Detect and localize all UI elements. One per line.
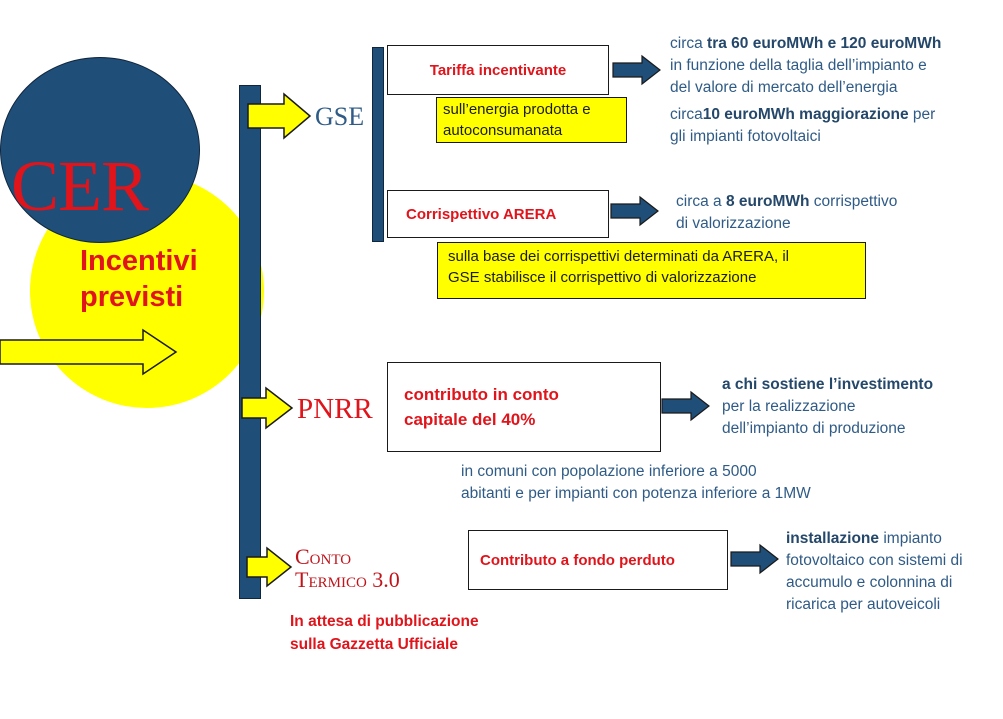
gse-vertical-bar bbox=[372, 47, 384, 242]
gse-arrow-icon bbox=[247, 92, 312, 140]
pnrr-note-line1: in comuni con popolazione inferiore a 50… bbox=[461, 463, 757, 480]
arera-title: Corrispettivo ARERA bbox=[406, 205, 557, 223]
cer-ellipse bbox=[0, 57, 200, 243]
tariffa-desc2-bold: 10 euroMWh maggiorazione bbox=[702, 106, 909, 123]
status-line2: sulla Gazzetta Ufficiale bbox=[290, 636, 458, 653]
pnrr-desc-bold: a chi sostiene l’investimento bbox=[722, 376, 934, 393]
tariffa-box: Tariffa incentivante bbox=[387, 45, 609, 95]
tariffa-title: Tariffa incentivante bbox=[429, 61, 567, 79]
arera-note-line1: sulla base dei corrispettivi determinati… bbox=[448, 248, 789, 265]
pnrr-note: in comuni con popolazione inferiore a 50… bbox=[461, 461, 941, 505]
pnrr-box-text: contributo in conto capitale del 40% bbox=[404, 382, 559, 432]
tariffa-note-line1: sull’energia prodotta e bbox=[443, 101, 591, 118]
tariffa-desc-2: circa10 euroMWh maggiorazione per gli im… bbox=[670, 104, 1000, 148]
conto-termico-line2: Termico 3.0 bbox=[295, 567, 400, 592]
pnrr-box-line1: contributo in conto bbox=[404, 385, 559, 404]
fondo-perduto-desc: installazione impianto fotovoltaico con … bbox=[786, 528, 1001, 616]
tariffa-desc2-pre: circa bbox=[670, 106, 703, 123]
tariffa-desc1-line2: in funzione della taglia dell’impianto e bbox=[670, 57, 927, 74]
pnrr-note-line2: abitanti e per impianti con potenza infe… bbox=[461, 485, 811, 502]
tariffa-desc1-pre: circa bbox=[670, 35, 708, 52]
arera-desc-post: corrispettivo bbox=[809, 193, 898, 210]
tariffa-desc2-line2: gli impianti fotovoltaici bbox=[670, 128, 821, 145]
arera-desc-pre: circa a bbox=[676, 193, 726, 210]
status-line1: In attesa di pubblicazione bbox=[290, 613, 479, 630]
pnrr-label: PNRR bbox=[297, 393, 373, 425]
conto-termico-line1: Conto bbox=[295, 544, 352, 569]
incentivi-line1: Incentivi bbox=[80, 245, 198, 277]
incentivi-label: Incentivi previsti bbox=[80, 243, 198, 315]
arera-arrow-icon bbox=[610, 195, 659, 227]
pnrr-desc-line2: per la realizzazione bbox=[722, 398, 856, 415]
input-arrow-icon bbox=[0, 328, 178, 376]
arera-note: sulla base dei corrispettivi determinati… bbox=[437, 242, 866, 299]
pnrr-arrow-icon bbox=[241, 386, 294, 430]
arera-desc-bold: 8 euroMWh bbox=[725, 193, 810, 210]
conto-termico-status: In attesa di pubblicazione sulla Gazzett… bbox=[290, 610, 479, 656]
arera-note-line2: GSE stabilisce il corrispettivo di valor… bbox=[448, 269, 757, 286]
incentivi-line2: previsti bbox=[80, 281, 184, 313]
fondo-perduto-title: Contributo a fondo perduto bbox=[480, 551, 675, 569]
pnrr-right-arrow-icon bbox=[661, 390, 710, 422]
fondo-perduto-desc-line2: fotovoltaico con sistemi di bbox=[786, 552, 963, 569]
tariffa-desc2-post: per bbox=[908, 106, 936, 123]
tariffa-desc1-bold: tra 60 euroMWh e 120 euroMWh bbox=[707, 35, 942, 52]
fondo-perduto-desc-bold: installazione bbox=[786, 530, 880, 547]
conto-termico-label: Conto Termico 3.0 bbox=[295, 545, 400, 591]
fondo-perduto-box: Contributo a fondo perduto bbox=[468, 530, 728, 590]
tariffa-arrow-icon bbox=[612, 54, 661, 86]
fondo-perduto-desc-line3: accumulo e colonnina di bbox=[786, 574, 953, 591]
fondo-perduto-arrow-icon bbox=[730, 543, 779, 575]
tariffa-desc1-line3: del valore di mercato dell’energia bbox=[670, 79, 898, 96]
cer-title: CER bbox=[11, 146, 149, 226]
arera-desc-line2: di valorizzazione bbox=[676, 215, 791, 232]
fondo-perduto-desc-line4: ricarica per autoveicoli bbox=[786, 596, 941, 613]
tariffa-note-line2: autoconsumanata bbox=[443, 122, 563, 139]
conto-termico-arrow-icon bbox=[246, 546, 293, 588]
pnrr-desc: a chi sostiene l’investimento per la rea… bbox=[722, 374, 1002, 440]
tariffa-desc-1: circa tra 60 euroMWh e 120 euroMWh in fu… bbox=[670, 33, 1000, 99]
fondo-perduto-desc-post: impianto bbox=[879, 530, 942, 547]
main-vertical-bar bbox=[239, 85, 261, 599]
gse-label: GSE bbox=[315, 102, 365, 131]
arera-desc: circa a 8 euroMWh corrispettivo di valor… bbox=[676, 191, 996, 235]
pnrr-box: contributo in conto capitale del 40% bbox=[387, 362, 661, 452]
pnrr-desc-line3: dell’impianto di produzione bbox=[722, 420, 906, 437]
tariffa-note: sull’energia prodotta e autoconsumanata bbox=[436, 97, 627, 143]
pnrr-box-line2: capitale del 40% bbox=[404, 410, 536, 429]
arera-box: Corrispettivo ARERA bbox=[387, 190, 609, 238]
